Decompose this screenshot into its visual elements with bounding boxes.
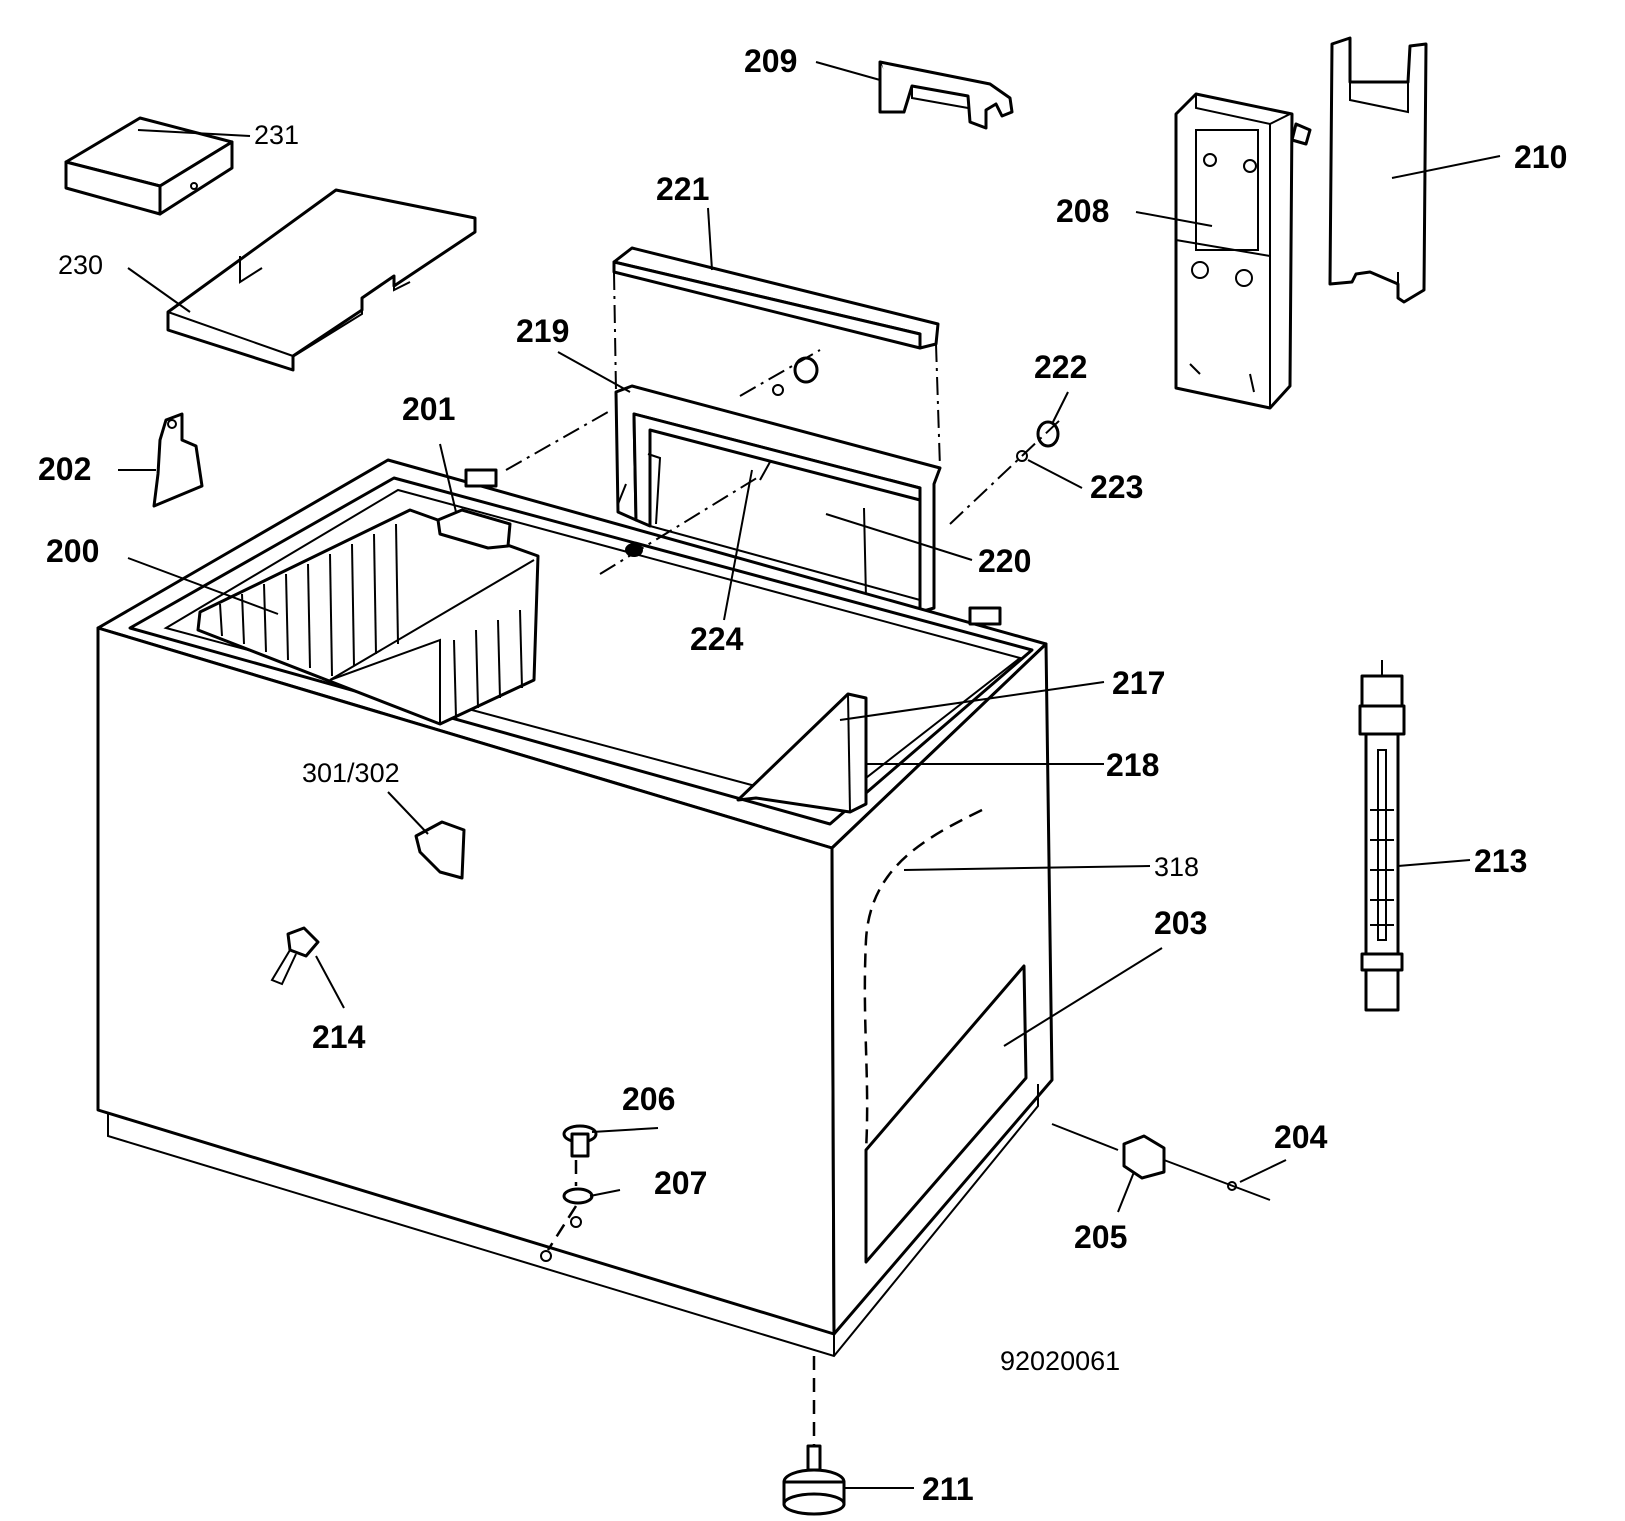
label-224: 224 [690, 621, 744, 657]
label-222: 222 [1034, 349, 1087, 385]
part-219-220-frame [614, 384, 942, 614]
label-206: 206 [622, 1081, 675, 1117]
label-200: 200 [46, 533, 99, 569]
label-219: 219 [516, 313, 569, 349]
label-202: 202 [38, 451, 91, 487]
label-203: 203 [1154, 905, 1207, 941]
label-207: 207 [654, 1165, 707, 1201]
part-209-clip [878, 60, 1014, 130]
label-221: 221 [656, 171, 709, 207]
part-231-cover [64, 116, 234, 216]
label-209: 209 [744, 43, 797, 79]
drawing-number: 92020061 [1000, 1346, 1120, 1376]
part-221-strip [612, 246, 940, 350]
chest-cabinet [96, 458, 1054, 1358]
part-211-foot [782, 1356, 846, 1516]
part-202-bracket [152, 412, 204, 508]
label-301-302: 301/302 [302, 758, 400, 788]
part-205-204-pin [1051, 1123, 1271, 1201]
label-205: 205 [1074, 1219, 1127, 1255]
assembly-lines [505, 271, 1061, 575]
label-201: 201 [402, 391, 455, 427]
leader-lines [118, 61, 1501, 1489]
part-213-thermometer [1358, 660, 1406, 1012]
label-213: 213 [1474, 843, 1527, 879]
label-318: 318 [1154, 852, 1199, 882]
label-223: 223 [1090, 469, 1143, 505]
part-206-207-screws [540, 1124, 621, 1262]
label-218: 218 [1106, 747, 1159, 783]
label-214: 214 [312, 1019, 366, 1055]
label-220: 220 [978, 543, 1031, 579]
part-230-frame [166, 188, 477, 372]
label-208: 208 [1056, 193, 1109, 229]
part-labels: 231 230 202 200 201 209 208 210 221 219 … [38, 43, 1567, 1507]
label-231: 231 [254, 120, 299, 150]
label-204: 204 [1274, 1119, 1328, 1155]
part-210-cover-channel [1328, 36, 1428, 304]
part-208-housing [1174, 92, 1312, 410]
basket-ribs [219, 523, 523, 719]
label-210: 210 [1514, 139, 1567, 175]
label-230: 230 [58, 250, 103, 280]
label-217: 217 [1112, 665, 1165, 701]
label-211: 211 [922, 1471, 974, 1507]
